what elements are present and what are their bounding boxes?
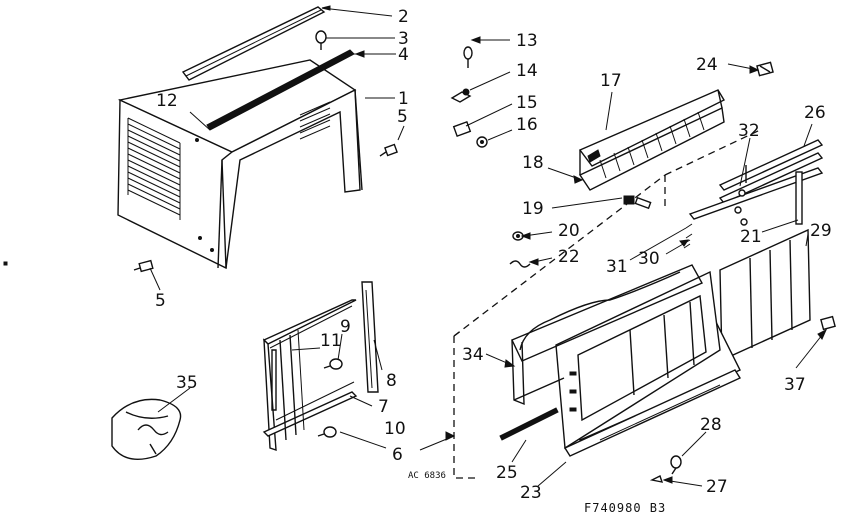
edge-mark [3,261,8,266]
filter-frame [511,264,703,406]
part-label-9: 9 [340,317,351,337]
part-label-8: 8 [386,371,397,391]
screw-13 [463,46,473,68]
cabinet-inner-louvres [299,101,331,140]
clip-14 [450,88,472,103]
screw-5-left [133,259,154,273]
leader-6 [419,435,455,451]
part-label-4: 4 [398,45,409,65]
figure-reference: F740980 B3 [584,501,666,515]
top-rail [181,6,326,81]
part-label-14: 14 [516,61,538,81]
outer-cabinet [117,59,363,270]
knob-19 [623,195,652,210]
part-label-25: 25 [496,463,518,483]
part-label-12: 12 [156,91,178,111]
screw-3 [315,30,327,50]
part-label-1: 1 [398,89,409,109]
part-label-37: 37 [784,375,806,395]
part-number-labels: 2 3 4 1 5 12 5 13 14 15 16 17 18 19 20 2… [155,7,832,503]
latch-24 [756,61,774,77]
part-label-29: 29 [810,221,832,241]
part-label-31: 31 [606,257,628,277]
foam-strip-25 [499,407,559,441]
cabinet-louvres [127,117,181,220]
part-label-28: 28 [700,415,722,435]
art-code: AC 6836 [408,471,446,481]
part-label-26: 26 [804,103,826,123]
part-label-18: 18 [522,153,544,173]
screw-10 [317,426,337,438]
fastener-27 [649,475,664,483]
part-label-20: 20 [558,221,580,241]
part-label-15: 15 [516,93,538,113]
part-label-16: 16 [516,115,538,135]
hardware-bag-35 [111,398,182,460]
screw-16 [476,136,488,148]
part-label-3: 3 [398,29,409,49]
bracket-15 [452,121,472,137]
main-chassis [555,228,811,457]
part-label-34: 34 [462,345,484,365]
spring-22 [509,260,531,268]
fastener-28 [670,455,682,475]
part-label-7: 7 [378,397,389,417]
part-label-2: 2 [398,7,409,27]
side-strip-8 [361,281,379,393]
screw-9 [323,358,343,370]
part-label-17: 17 [600,71,622,91]
part-label-5-left: 5 [155,291,166,311]
part-label-5-right: 5 [397,107,408,127]
screw-5-right [379,143,398,157]
part-label-11: 11 [320,331,342,351]
part-label-10: 10 [384,419,406,439]
label-plate-37 [820,315,836,331]
part-label-23: 23 [520,483,542,503]
part-label-24: 24 [696,55,718,75]
part-label-22: 22 [558,247,580,267]
part-label-21: 21 [740,227,762,247]
leader-arrows [321,5,828,484]
part-label-32: 32 [738,121,760,141]
part-label-13: 13 [516,31,538,51]
assembly-outline [453,129,761,479]
side-curtain-assembly [262,299,358,451]
side-rods [683,139,824,249]
part-label-19: 19 [522,199,544,219]
part-label-27: 27 [706,477,728,497]
part-label-30: 30 [638,249,660,269]
air-deflector-assembly [578,89,725,191]
part-label-35: 35 [176,373,198,393]
part-label-6: 6 [392,445,403,465]
